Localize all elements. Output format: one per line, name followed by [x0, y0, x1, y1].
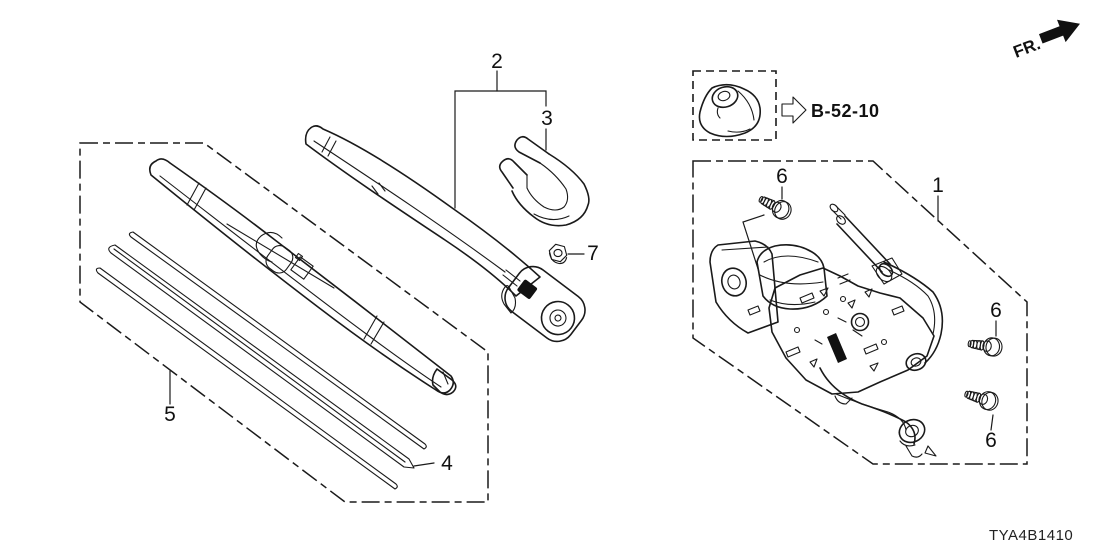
- callout-nut: 7: [587, 242, 599, 265]
- callout-wiper-blade: 5: [164, 403, 176, 426]
- callout-wiper-arm: 2: [491, 50, 503, 73]
- callout-motor-assembly: 1: [932, 174, 944, 197]
- blade-rubber: [108, 244, 415, 469]
- callout-bolt-bottom: 6: [985, 429, 997, 452]
- reference-label: B-52-10: [811, 101, 880, 121]
- reference-arrow-icon: [781, 96, 807, 124]
- fr-label: FR.: [1011, 34, 1043, 62]
- mounting-bolt-top: [742, 190, 795, 273]
- blade-rail-upper: [128, 231, 427, 450]
- wiper-blade: [149, 158, 457, 396]
- callout-bolt-top: 6: [776, 165, 788, 188]
- reference-box: B-52-10: [692, 70, 880, 141]
- mounting-bolt-middle: [966, 334, 1004, 358]
- blade-end-cap: [431, 368, 457, 396]
- blade-rail-lower: [95, 267, 398, 490]
- fr-direction-marker: FR.: [1011, 19, 1080, 62]
- blade-group-dashed-box: [79, 142, 489, 503]
- motor-group-dashed-box: [692, 160, 1028, 465]
- wiper-arm: [304, 125, 586, 343]
- arm-pivot-housing: [501, 265, 586, 343]
- mounting-bolt-bottom: [961, 384, 1001, 413]
- wiper-motor: [709, 203, 944, 458]
- callout-arm-cap: 3: [541, 107, 553, 130]
- callout-blade-rubber: 4: [441, 452, 453, 475]
- callout-leaders: [169, 70, 997, 467]
- arm-head-cap: [498, 135, 590, 227]
- callout-labels: 1 2 3 4 5 6 6 6 7: [164, 50, 1002, 475]
- fr-arrow-icon: [1038, 19, 1080, 44]
- callout-bolt-middle: 6: [990, 299, 1002, 322]
- diagram-code: TYA4B1410: [989, 527, 1073, 544]
- blade-connector: [255, 231, 314, 280]
- grommet-cap: [698, 83, 762, 138]
- pivot-nut: [548, 243, 568, 265]
